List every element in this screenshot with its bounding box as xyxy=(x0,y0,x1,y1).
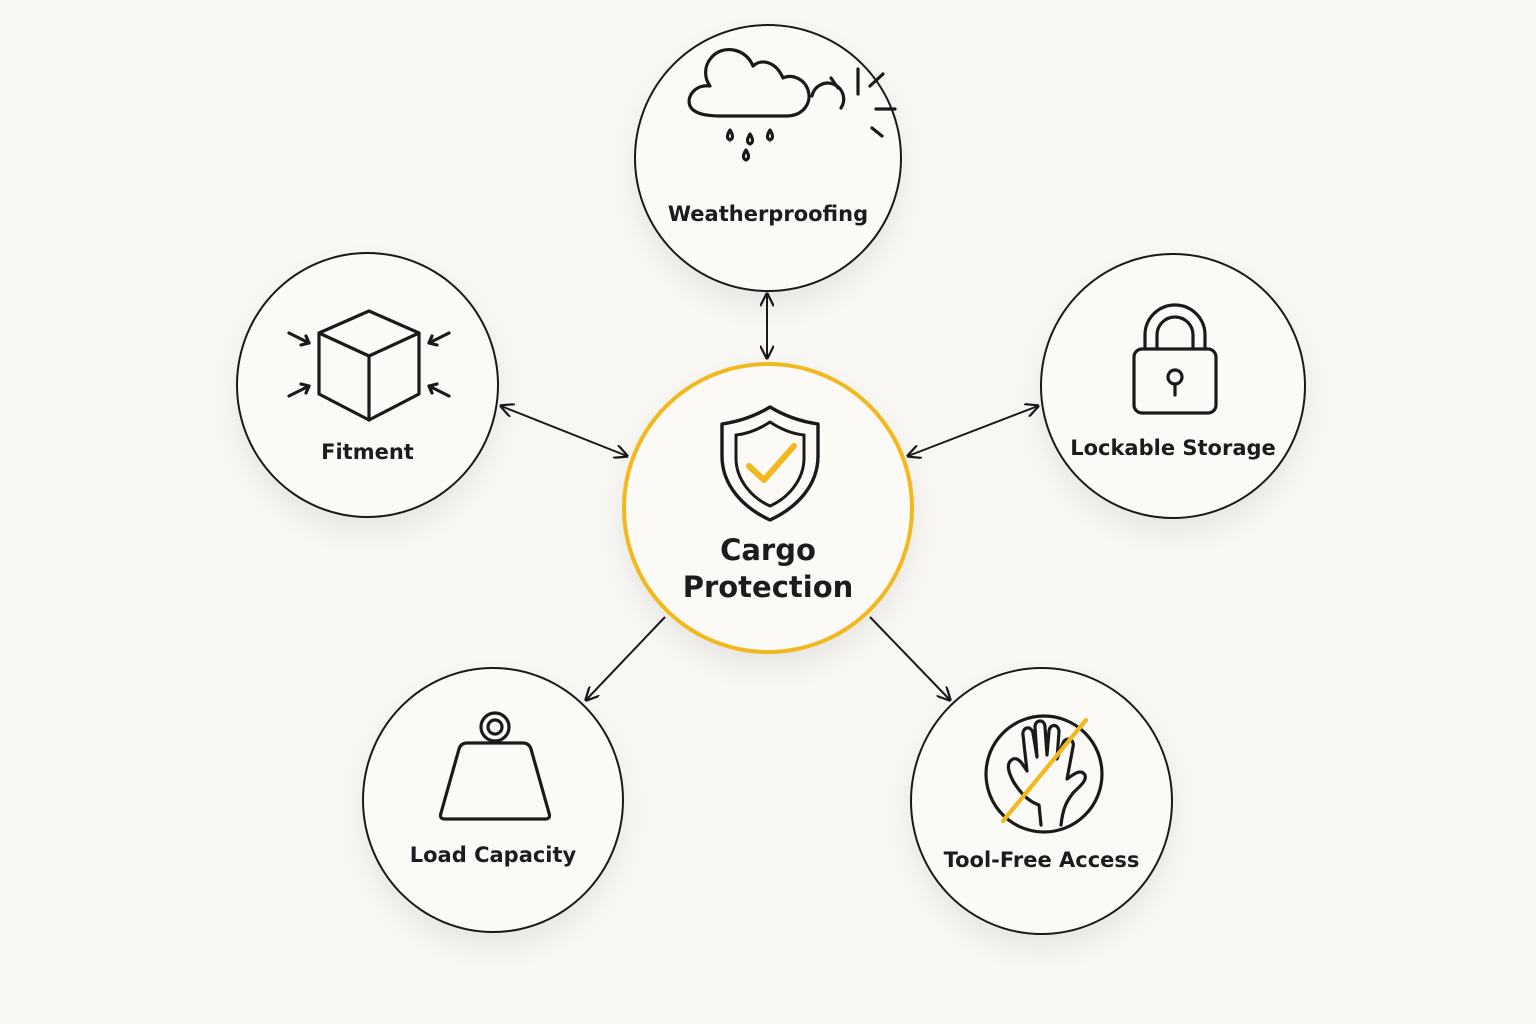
node-label-lockable-storage: Lockable Storage xyxy=(1070,436,1276,460)
node-fitment[interactable]: Fitment xyxy=(236,252,499,518)
node-lockable-storage[interactable]: Lockable Storage xyxy=(1040,253,1306,519)
hub-title: Cargo Protection xyxy=(626,532,910,606)
hub-title-line-1: Cargo xyxy=(720,533,816,567)
padlock-icon xyxy=(1132,303,1218,415)
node-weatherproofing[interactable]: Weatherproofing xyxy=(634,24,902,292)
hub-title-line-2: Protection xyxy=(682,570,854,604)
shield-check-icon xyxy=(720,405,820,522)
node-label-tool-free-access: Tool-Free Access xyxy=(943,848,1140,872)
connector-lockable-storage xyxy=(908,406,1038,456)
connector-fitment xyxy=(501,406,627,456)
cloud-rain-sun-icon xyxy=(687,48,897,162)
hub-cargo-protection[interactable]: Cargo Protection xyxy=(622,362,914,654)
connector-tool-free-access xyxy=(869,616,950,700)
node-label-load-capacity: Load Capacity xyxy=(409,843,577,867)
node-load-capacity[interactable]: Load Capacity xyxy=(362,667,624,933)
weight-icon xyxy=(438,711,552,821)
node-label-fitment: Fitment xyxy=(321,440,414,464)
connector-load-capacity xyxy=(586,616,666,700)
hand-slash-icon xyxy=(984,714,1104,834)
cube-arrows-icon xyxy=(287,309,451,422)
node-label-weatherproofing: Weatherproofing xyxy=(667,202,869,226)
node-tool-free-access[interactable]: Tool-Free Access xyxy=(910,667,1173,935)
